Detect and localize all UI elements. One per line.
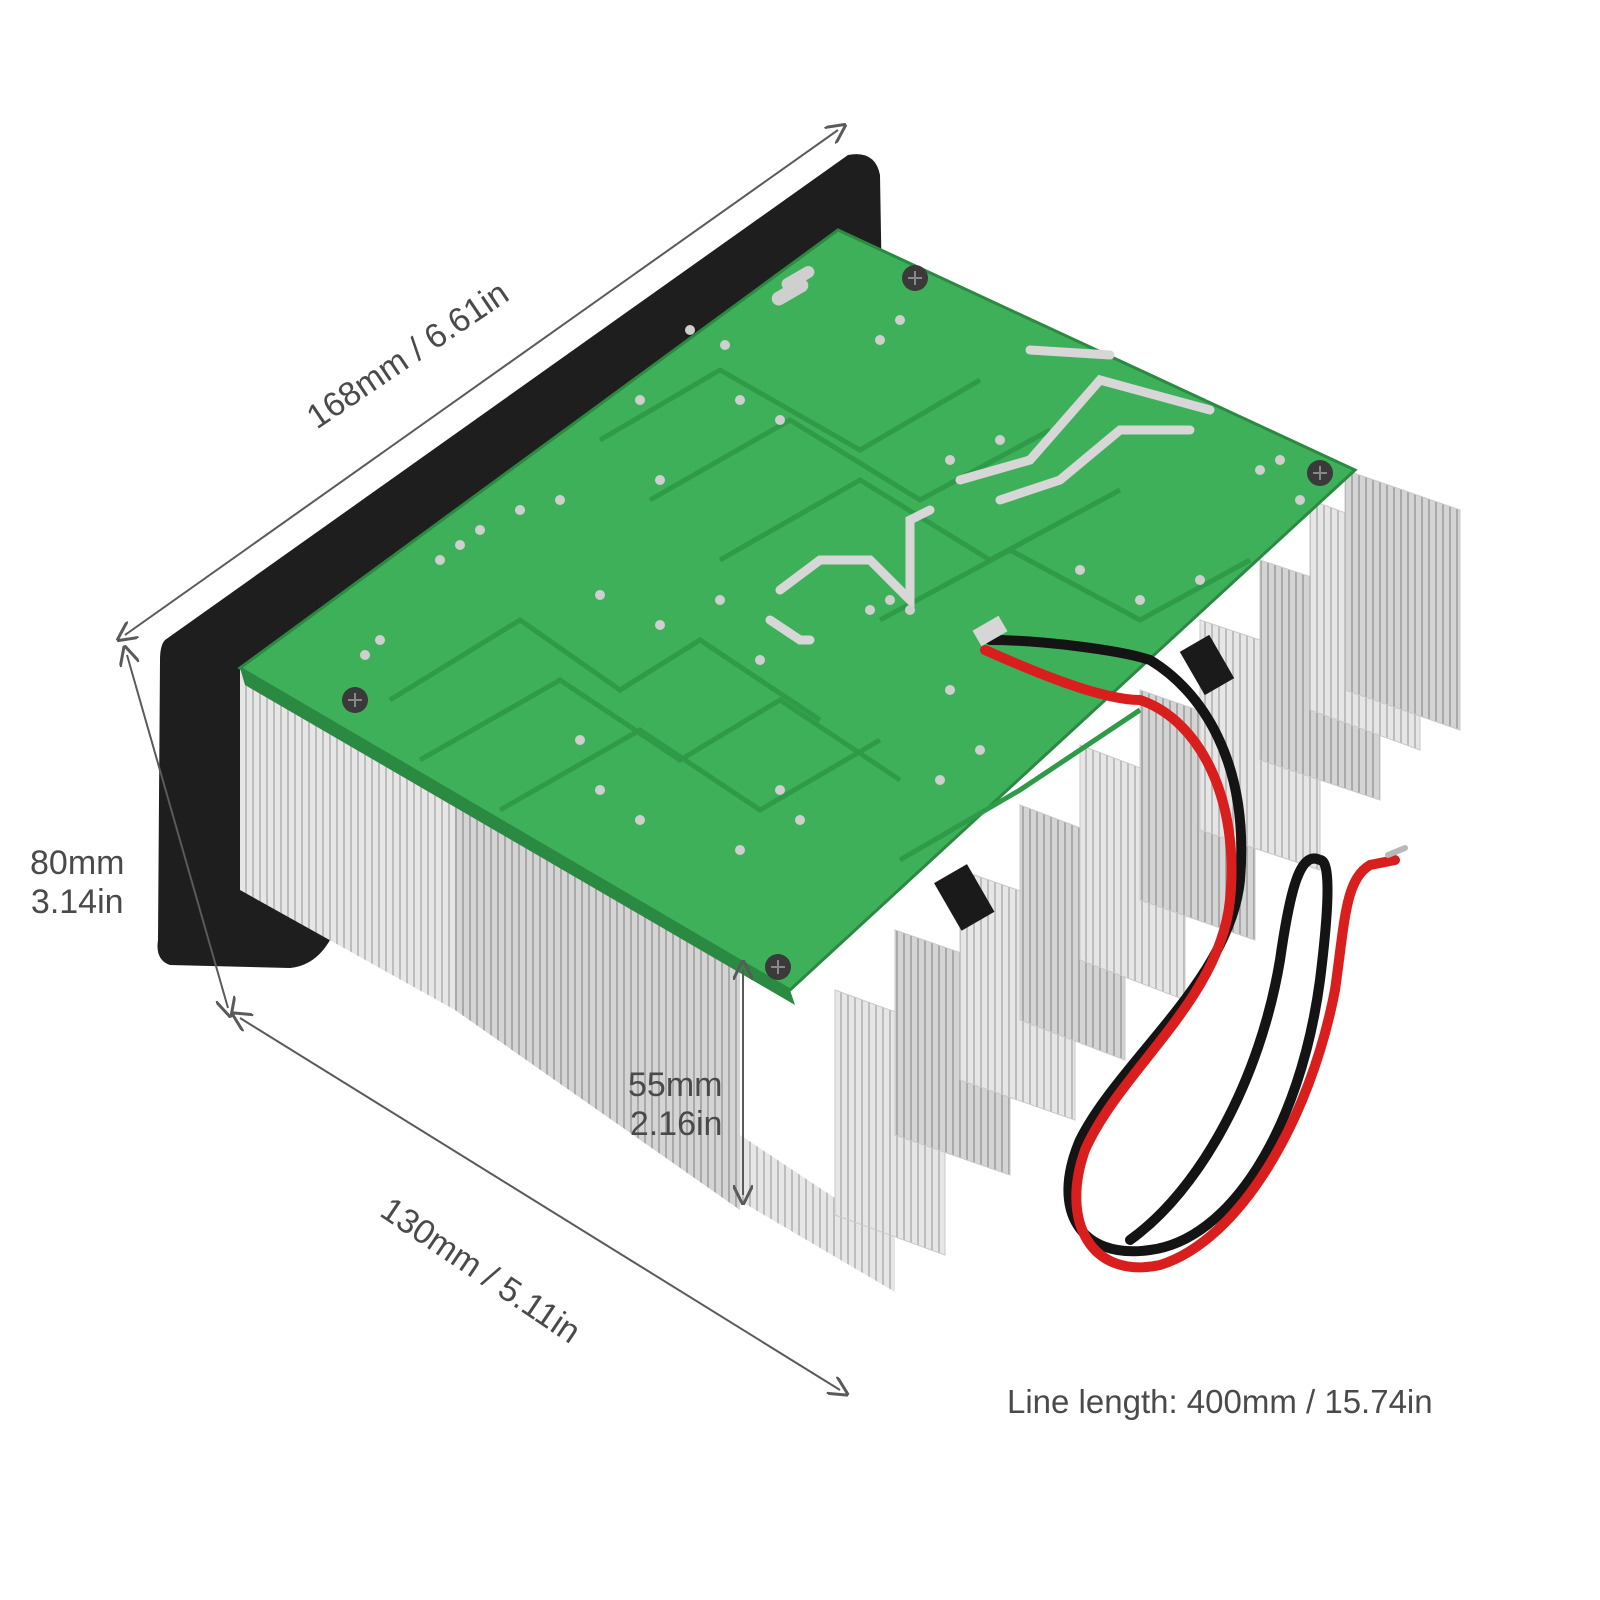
heatsink-fins xyxy=(834,469,1461,1256)
fin-height-mm-label: 55mm xyxy=(628,1066,723,1104)
height-dimension-line xyxy=(127,655,228,1008)
screw-icon xyxy=(765,954,791,980)
height-label: 80mm 3.14in xyxy=(30,844,124,922)
screw-icon xyxy=(342,687,368,713)
height-mm-label: 80mm xyxy=(30,844,125,882)
fin-height-label: 55mm 2.16in xyxy=(628,1066,722,1144)
power-transistors xyxy=(934,634,1235,931)
line-length-label: Line length: 400mm / 15.74in xyxy=(1007,1383,1433,1420)
power-cable xyxy=(980,635,1400,1273)
dimension-lines xyxy=(125,130,840,1390)
height-in-label: 3.14in xyxy=(30,883,124,922)
wire-tip xyxy=(1385,845,1408,858)
screw-icon xyxy=(1307,460,1333,486)
screw-icon xyxy=(902,265,928,291)
length-dimension-line xyxy=(125,130,838,635)
wire-connector xyxy=(972,615,1008,647)
fin-height-in-label: 2.16in xyxy=(629,1105,723,1144)
width-dimension-line xyxy=(240,1018,840,1390)
